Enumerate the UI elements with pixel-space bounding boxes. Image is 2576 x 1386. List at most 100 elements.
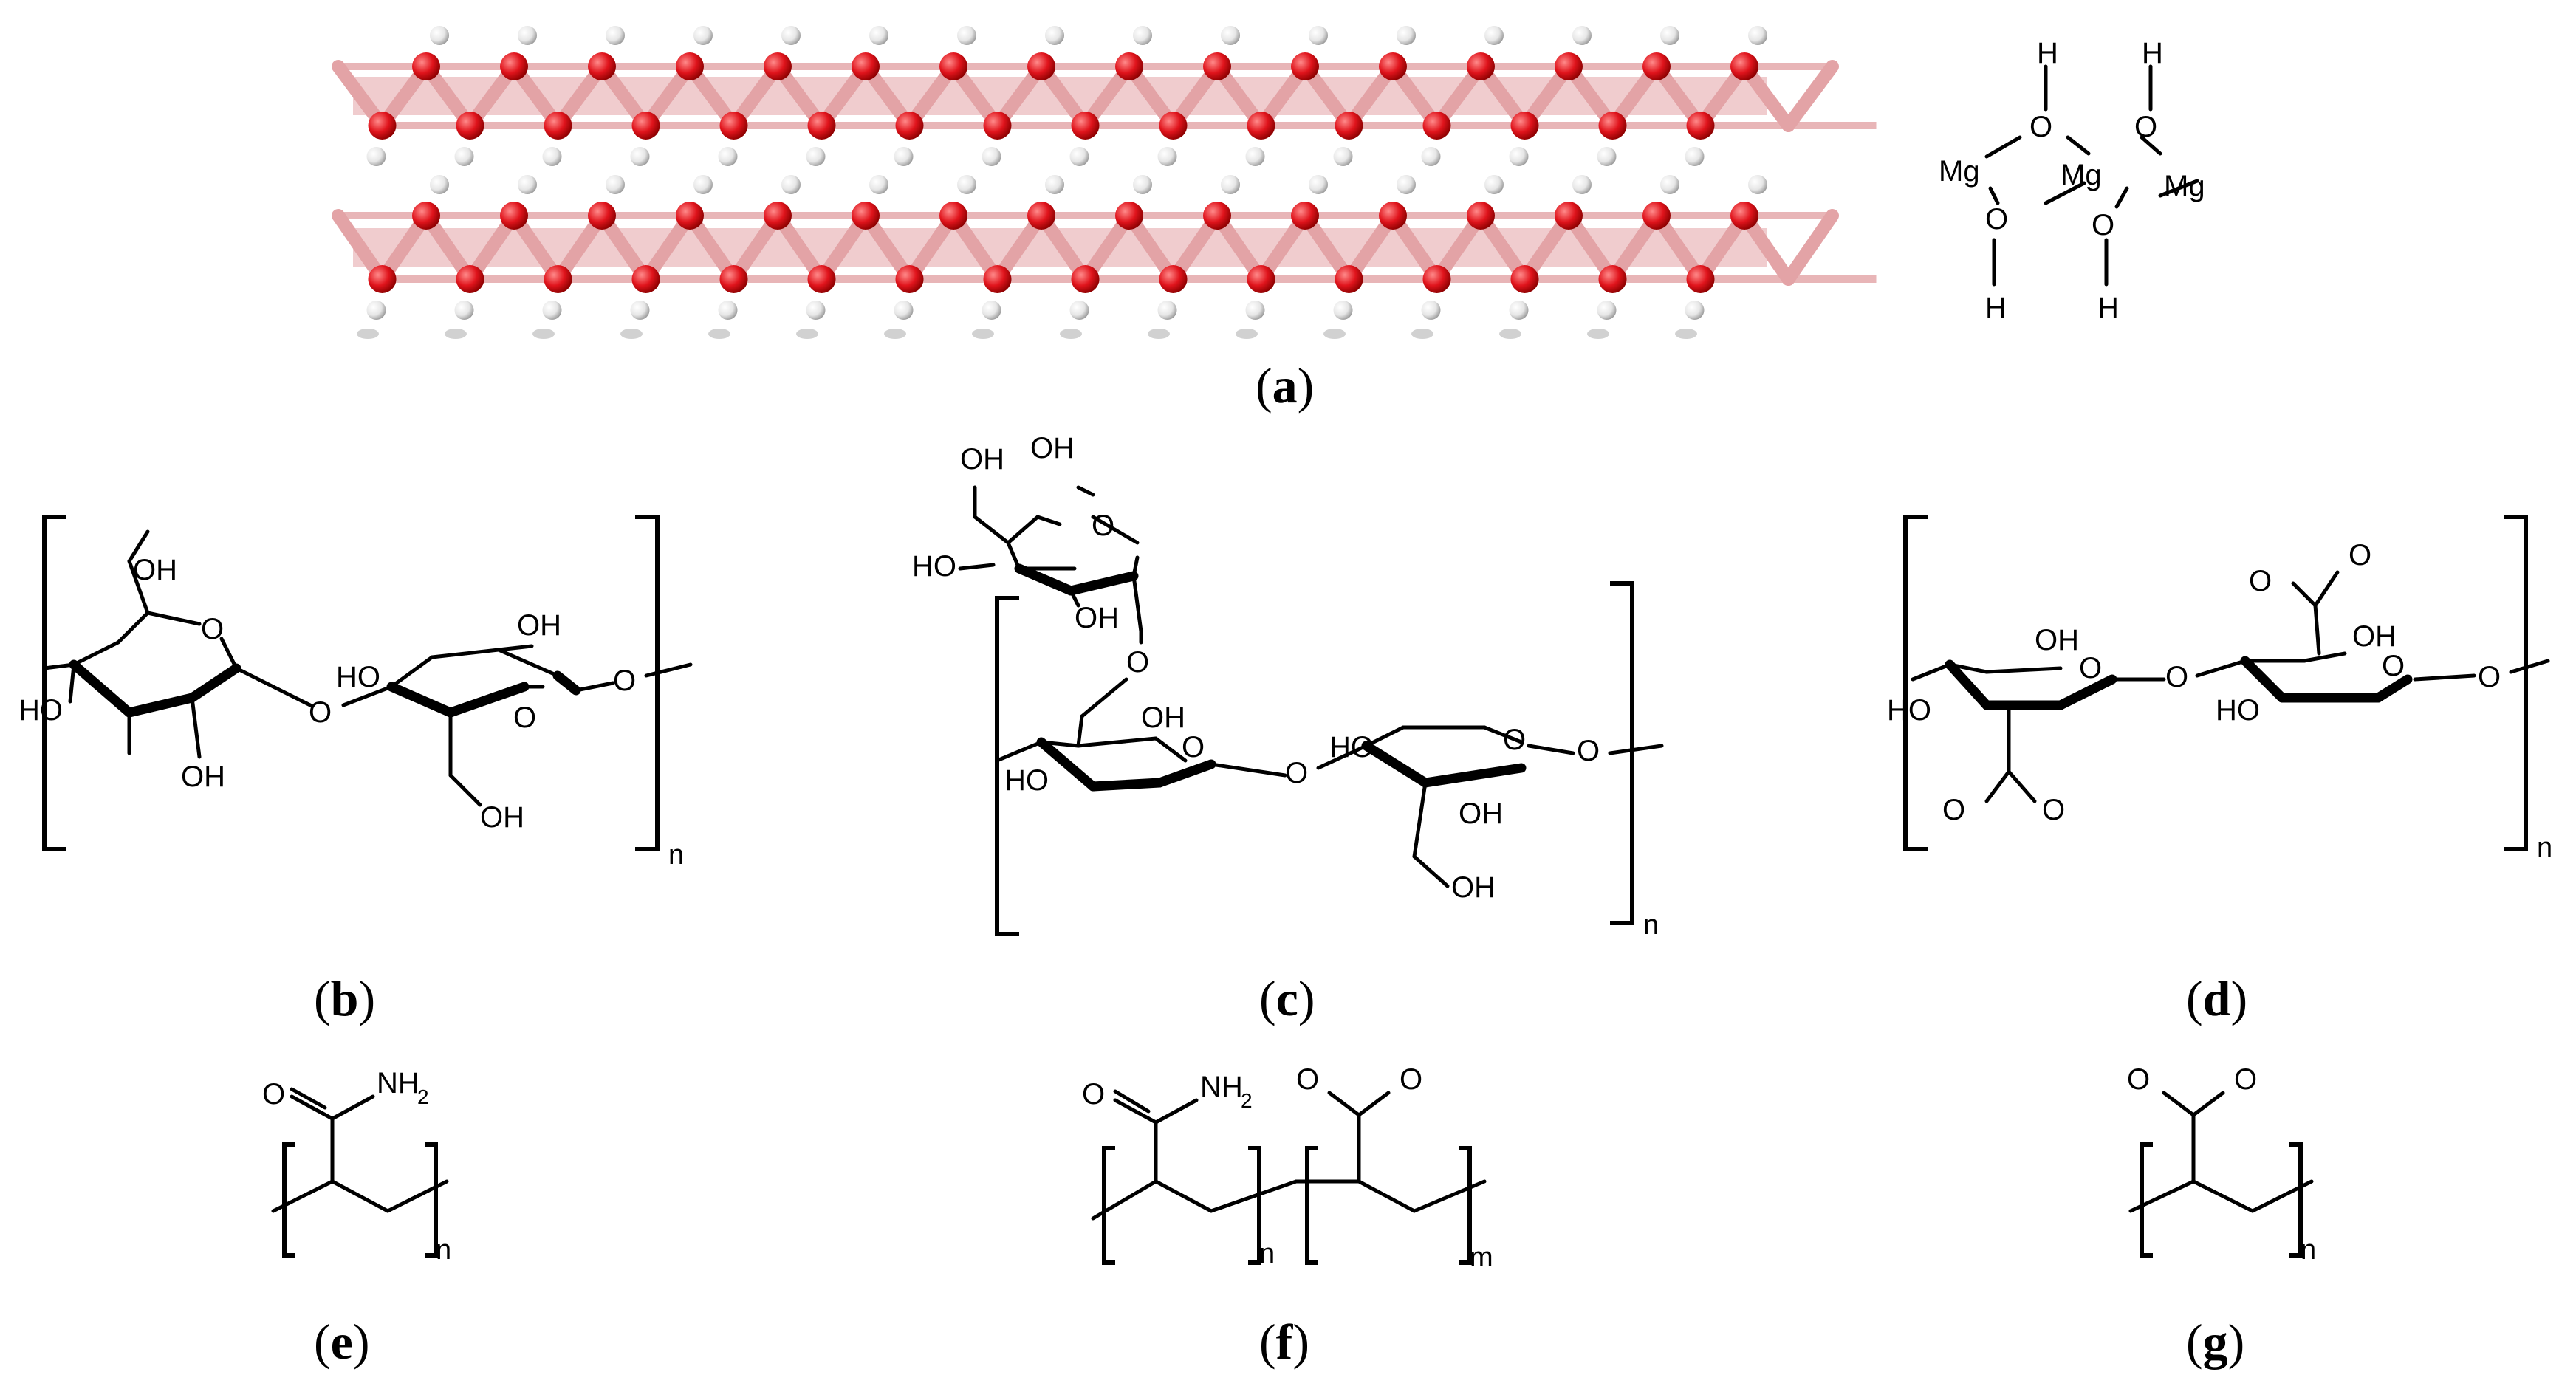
oxygen-atom bbox=[807, 265, 836, 293]
carboxylate-o: O bbox=[2127, 1063, 2150, 1096]
oxygen-atom bbox=[1071, 265, 1100, 293]
hydrogen-atom bbox=[1148, 329, 1170, 339]
oxygen-atom bbox=[1115, 52, 1143, 80]
hydrogen-atom bbox=[454, 301, 474, 320]
hydrogen-atom bbox=[1069, 301, 1089, 320]
atom-h: H bbox=[2097, 292, 2119, 324]
hydrogen-atom bbox=[1660, 26, 1679, 45]
hydrogen-atom bbox=[1421, 147, 1441, 166]
panel-label-b: (b) bbox=[314, 970, 375, 1026]
hydrogen-atom bbox=[366, 147, 386, 166]
hydrogen-atom bbox=[445, 329, 467, 339]
oxygen-atom bbox=[1510, 265, 1539, 293]
oxygen-atom bbox=[631, 112, 660, 140]
panel-label-c: (c) bbox=[1259, 970, 1315, 1026]
hydrogen-atom bbox=[1509, 301, 1529, 320]
oxygen-atom bbox=[719, 265, 748, 293]
oxygen-atom bbox=[1335, 112, 1363, 140]
oxygen-atom bbox=[1642, 52, 1671, 80]
ring-o: O bbox=[201, 613, 224, 645]
hydrogen-atom bbox=[1245, 301, 1265, 320]
oxygen-atom bbox=[1203, 52, 1231, 80]
hydrogen-atom bbox=[1572, 175, 1592, 194]
hydrogen-atom bbox=[606, 26, 625, 45]
hydrogen-atom bbox=[1397, 26, 1416, 45]
oxygen-atom bbox=[588, 202, 616, 230]
hydrogen-atom bbox=[1421, 301, 1441, 320]
hydrogen-atom bbox=[1484, 175, 1504, 194]
hydrogen-atom bbox=[1597, 301, 1617, 320]
hydrogen-atom bbox=[1660, 175, 1679, 194]
atom-mg: Mg bbox=[2164, 170, 2205, 202]
oxygen-atom bbox=[1247, 265, 1275, 293]
oh-label: OH bbox=[1459, 797, 1503, 830]
hydrogen-atom bbox=[357, 329, 379, 339]
atom-o: O bbox=[1985, 203, 2008, 236]
oxygen-atom bbox=[1510, 112, 1539, 140]
hydrogen-atom bbox=[1221, 175, 1240, 194]
ho-label: HO bbox=[1887, 694, 1931, 727]
hydrogen-atom bbox=[781, 26, 801, 45]
atom-mg: Mg bbox=[2061, 159, 2102, 191]
oxygen-atom bbox=[412, 52, 440, 80]
hydrogen-atom bbox=[1748, 175, 1767, 194]
subscript-2: 2 bbox=[1241, 1089, 1253, 1112]
carboxylate-o: O bbox=[2249, 565, 2272, 597]
hydrogen-atom bbox=[630, 301, 650, 320]
hydrogen-atom bbox=[1045, 26, 1064, 45]
panel-label-e: (e) bbox=[314, 1314, 370, 1370]
hydrogen-atom bbox=[1157, 301, 1177, 320]
oxygen-atom bbox=[1642, 202, 1671, 230]
bridge-o: O bbox=[2478, 661, 2501, 693]
link-o: O bbox=[1126, 646, 1149, 679]
oxygen-atom bbox=[807, 112, 836, 140]
hydrogen-atom bbox=[972, 329, 994, 339]
oh-label: OH bbox=[2035, 624, 2079, 656]
mg-o-bond bbox=[1781, 209, 1839, 286]
hydrogen-atom bbox=[1236, 329, 1258, 339]
ho-label: HO bbox=[1329, 731, 1374, 764]
hydrogen-atom bbox=[806, 301, 826, 320]
oxygen-atom bbox=[1686, 112, 1715, 140]
hydrogen-atom bbox=[982, 147, 1001, 166]
hydrogen-atom bbox=[454, 147, 474, 166]
subscript-2: 2 bbox=[417, 1085, 429, 1108]
hydrogen-atom bbox=[894, 147, 914, 166]
ring-o: O bbox=[513, 701, 536, 734]
carboxylate-o: O bbox=[1400, 1063, 1422, 1096]
hydrogen-atom bbox=[894, 301, 914, 320]
hydrogen-atom bbox=[1499, 329, 1521, 339]
oh-label: OH bbox=[133, 554, 177, 586]
oh-label: OH bbox=[1075, 602, 1119, 634]
ring-o: O bbox=[1503, 724, 1526, 756]
hydrogen-atom bbox=[1157, 147, 1177, 166]
hydrogen-atom bbox=[1509, 147, 1529, 166]
hydrogen-atom bbox=[693, 175, 713, 194]
oxygen-atom bbox=[895, 112, 924, 140]
glycosidic-o: O bbox=[2165, 661, 2188, 693]
oxygen-atom bbox=[1027, 52, 1055, 80]
hydrogen-atom bbox=[884, 329, 906, 339]
hydrogen-atom bbox=[430, 26, 449, 45]
cellulose-structure: n OH O HO OH O HO OH O OH bbox=[18, 515, 693, 871]
hydrogen-atom bbox=[781, 175, 801, 194]
carbonyl-o: O bbox=[262, 1078, 285, 1111]
hydrogen-atom bbox=[1685, 301, 1705, 320]
hydrogen-atom bbox=[1748, 26, 1767, 45]
bridge-o: O bbox=[1577, 735, 1600, 767]
ho-label: HO bbox=[1004, 764, 1049, 797]
oxygen-atom bbox=[983, 265, 1012, 293]
oxygen-atom bbox=[1291, 202, 1319, 230]
hydrogen-atom bbox=[430, 175, 449, 194]
subscript-n: n bbox=[668, 840, 684, 871]
oh-label: OH bbox=[1141, 701, 1185, 734]
oxygen-atom bbox=[852, 52, 880, 80]
oxygen-atom bbox=[1159, 112, 1188, 140]
oh-label: OH bbox=[480, 801, 524, 834]
hydrogen-atom bbox=[1333, 301, 1353, 320]
oxygen-atom bbox=[676, 202, 704, 230]
hydrogen-atom bbox=[518, 175, 537, 194]
hydrogen-atom bbox=[806, 147, 826, 166]
oxygen-atom bbox=[1467, 52, 1495, 80]
hydrogen-atom bbox=[1309, 175, 1328, 194]
